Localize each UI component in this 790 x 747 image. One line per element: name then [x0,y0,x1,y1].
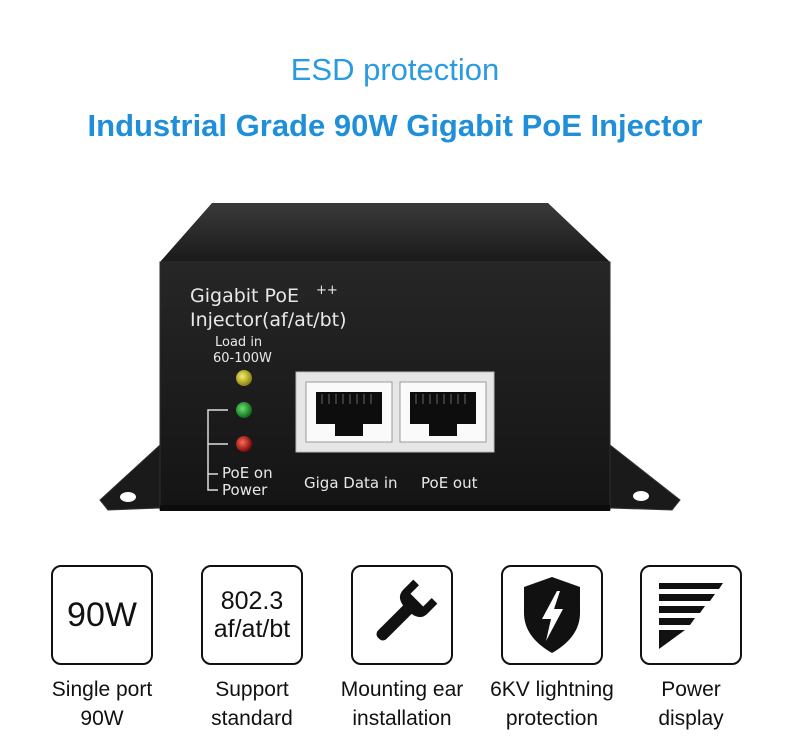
led-power-label: Power [222,481,268,499]
feature-standard-box: 802.3 af/at/bt [201,565,303,665]
led-bracket [207,409,228,491]
subtitle: ESD protection [290,52,500,87]
case-top [160,203,610,262]
standard-line1: 802.3 [220,587,284,615]
feature-lightning-caption: 6KV lightning protection [472,675,632,733]
device-label-line1: Gigabit PoE [190,285,299,307]
feature-mounting-caption: Mounting ear installation [322,675,482,733]
led-yellow [236,370,252,386]
feature-mounting: Mounting ear installation [322,565,482,747]
feature-power: 90W Single port 90W [22,565,182,747]
load-label-line2: 60-100W [213,351,272,366]
standard-line2: af/at/bt [213,615,291,643]
feature-standard-caption: Support standard [172,675,332,733]
led-green [236,402,252,418]
feature-display-caption: Power display [611,675,771,733]
feature-power-box: 90W [51,565,153,665]
wrench-icon [376,579,438,641]
case-bottom-edge [160,505,610,511]
device-label-sup: ++ [316,283,338,298]
feature-power-value: 90W [67,595,137,634]
feature-list: 90W Single port 90W 802.3 af/at/bt Suppo… [0,565,790,747]
power-bars-icon [659,583,723,649]
feature-mounting-box [351,565,453,665]
caption-line: Power [661,678,721,701]
caption-line: protection [505,707,599,730]
feature-lightning-box [501,565,603,665]
load-label-line1: Load in [215,335,262,350]
caption-line: installation [352,707,452,730]
caption-line: display [658,707,724,730]
caption-line: 90W [80,707,124,730]
feature-lightning: 6KV lightning protection [472,565,632,747]
feature-standard: 802.3 af/at/bt Support standard [172,565,332,747]
caption-line: Support [215,678,289,701]
page-title: Industrial Grade 90W Gigabit PoE Injecto… [87,108,703,143]
port-poe-out-label: PoE out [421,474,478,492]
ear-hole-left [120,492,136,502]
port-data-in-label: Giga Data in [304,474,398,492]
led-red [236,436,252,452]
feature-display: Power display [611,565,771,747]
rj45-port-data-in[interactable] [305,381,393,443]
caption-line: standard [211,707,293,730]
led-poe-label: PoE on [222,464,273,482]
caption-line: 6KV lightning [490,678,614,701]
feature-display-box [640,565,742,665]
device-label-line2: Injector(af/at/bt) [190,309,347,331]
feature-power-caption: Single port 90W [22,675,182,733]
ear-hole-right [633,491,649,501]
caption-line: Single port [51,678,153,701]
lightning-shield-icon [524,577,580,653]
caption-line: Mounting ear [340,678,464,701]
poe-injector-image: Gigabit PoE ++ Injector(af/at/bt) Load i… [99,203,681,511]
rj45-port-poe-out[interactable] [399,381,487,443]
